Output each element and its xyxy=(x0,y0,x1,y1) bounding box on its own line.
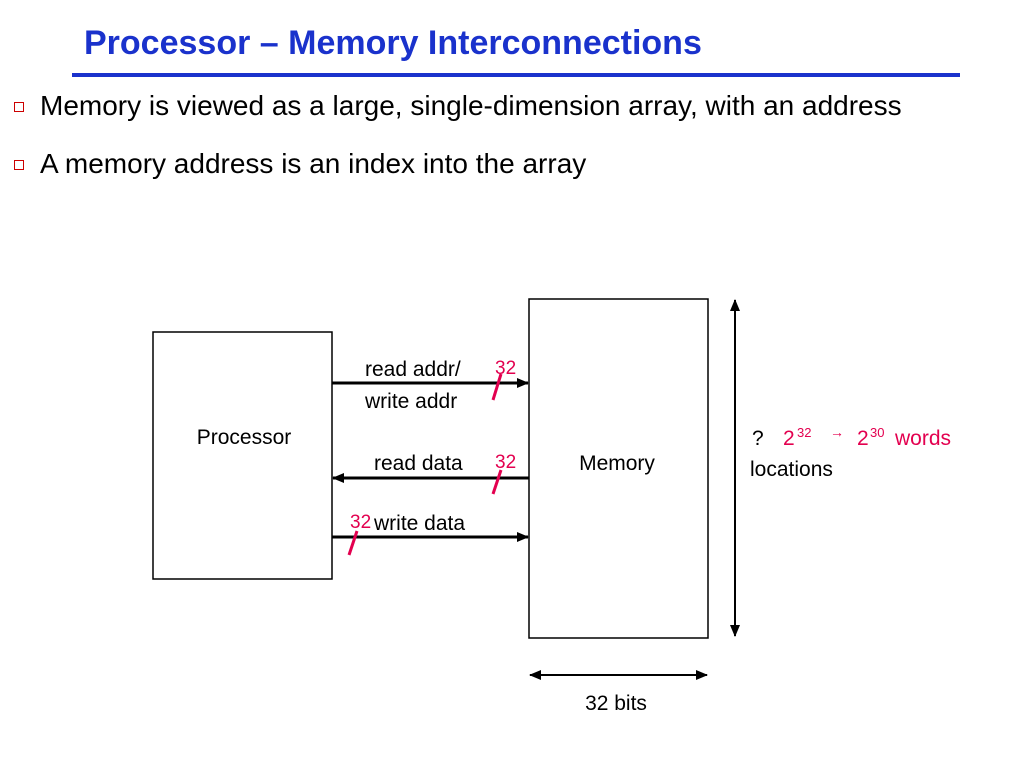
bullet-text: Memory is viewed as a large, single-dime… xyxy=(40,90,902,121)
write-data-bus-width: 32 xyxy=(350,512,371,533)
bullet-list: Memory is viewed as a large, single-dime… xyxy=(14,88,1004,204)
locations-label: locations xyxy=(750,458,833,481)
address-bus-slash xyxy=(491,373,503,401)
read-data-bus-width: 32 xyxy=(495,452,516,473)
locations-count: ? 2 32 → 2 30 words xyxy=(752,419,951,450)
locations-exponent-1: 32 xyxy=(797,425,811,440)
memory-box xyxy=(528,298,709,639)
locations-arrow: → xyxy=(830,424,844,440)
processor-label: Processor xyxy=(197,426,292,449)
write-data-bus-slash xyxy=(347,530,359,556)
write-addr-label: write addr xyxy=(364,390,457,413)
bullet-item: Memory is viewed as a large, single-dime… xyxy=(14,88,1004,124)
processor-box xyxy=(152,331,333,580)
read-data-label: read data xyxy=(374,452,463,475)
locations-words: words xyxy=(894,427,951,450)
bullet-item: A memory address is an index into the ar… xyxy=(14,146,1004,182)
locations-base-1: 2 xyxy=(783,427,795,450)
locations-question: ? xyxy=(752,427,764,450)
bullet-box-icon xyxy=(14,160,24,170)
title-underline xyxy=(72,73,960,77)
bullet-box-icon xyxy=(14,102,24,112)
locations-base-2: 2 xyxy=(857,427,869,450)
width-label: 32 bits xyxy=(585,692,647,715)
read-addr-label: read addr/ xyxy=(365,358,461,381)
memory-label: Memory xyxy=(579,452,655,475)
locations-exponent-2: 30 xyxy=(870,425,884,440)
bullet-text: A memory address is an index into the ar… xyxy=(40,148,587,179)
address-bus-width: 32 xyxy=(495,358,516,379)
read-data-bus-slash xyxy=(491,469,503,495)
write-data-label: write data xyxy=(373,512,465,535)
slide-title: Processor – Memory Interconnections xyxy=(84,24,702,62)
